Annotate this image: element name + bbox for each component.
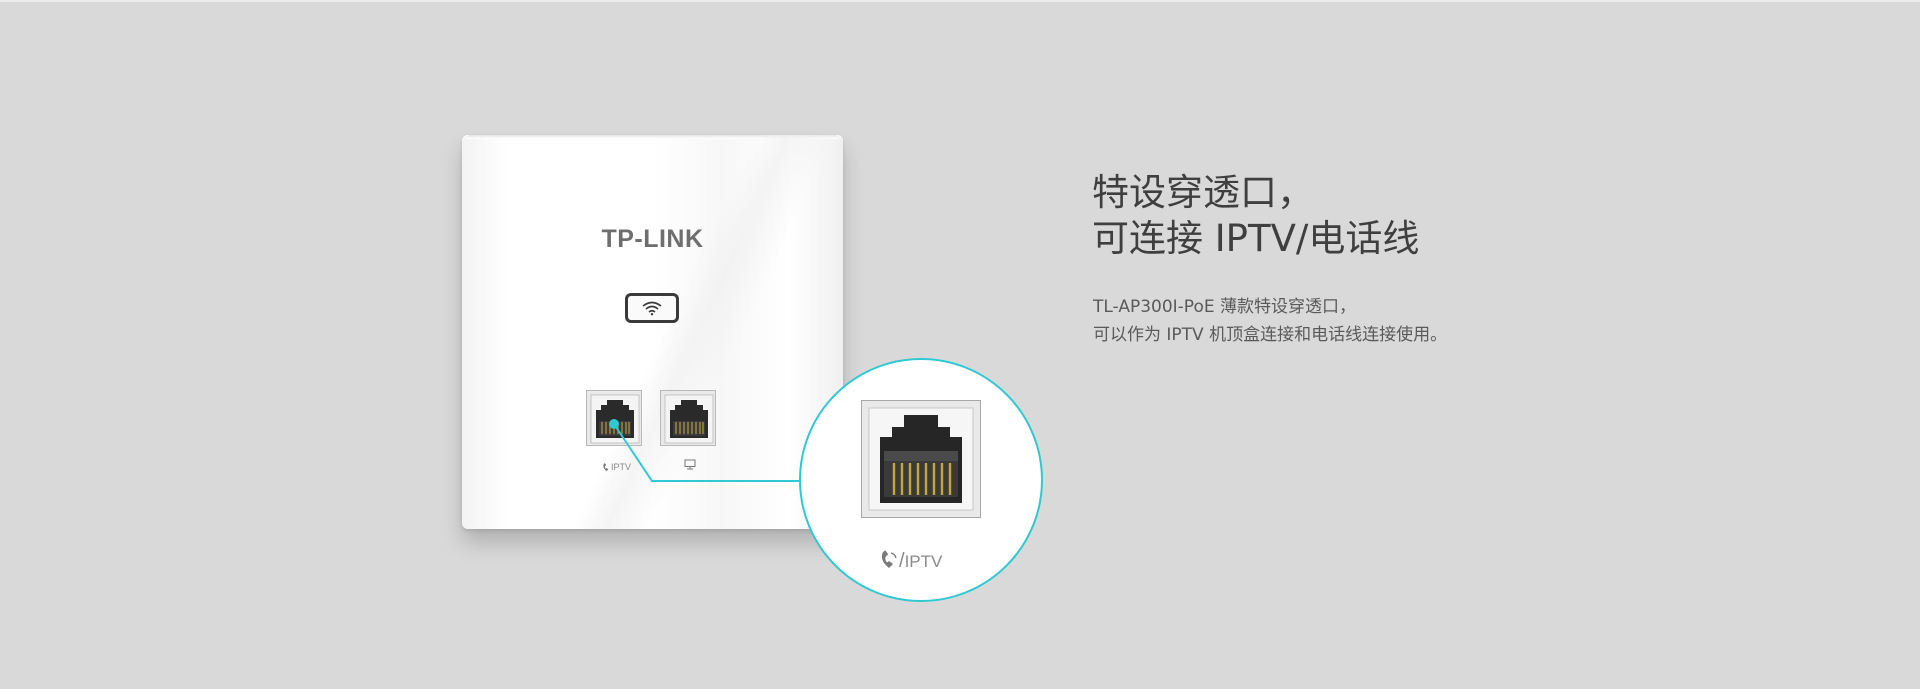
feature-heading: 特设穿透口， 可连接 IPTV/电话线 (1092, 170, 1419, 262)
wifi-button (625, 293, 679, 323)
iptv-port-label: IPTV (602, 462, 631, 472)
zoom-callout: /IPTV (799, 358, 1043, 602)
phone-icon (603, 463, 609, 472)
zoomed-port (861, 400, 981, 518)
phone-icon (881, 550, 897, 568)
iptv-port (586, 390, 642, 446)
heading-line-2: 可连接 IPTV/电话线 (1092, 217, 1420, 260)
feature-description: TL-AP300I-PoE 薄款特设穿透口， 可以作为 IPTV 机顶盒连接和电… (1093, 293, 1447, 349)
wifi-icon (642, 301, 662, 316)
ethernet-port-icon (868, 407, 974, 511)
heading-line-1: 特设穿透口， (1092, 171, 1314, 214)
wall-access-point: TP-LINK (462, 135, 843, 529)
ethernet-port-icon (664, 394, 714, 444)
ethernet-port-icon (590, 394, 640, 444)
description-line-1: TL-AP300I-PoE 薄款特设穿透口， (1093, 297, 1356, 317)
zoomed-port-label: /IPTV (879, 550, 942, 573)
brand-logo: TP-LINK (601, 225, 704, 253)
device-sheen (462, 135, 843, 529)
lan-port-label (684, 459, 696, 472)
lan-port (660, 390, 716, 446)
description-line-2: 可以作为 IPTV 机顶盒连接和电话线连接使用。 (1093, 325, 1448, 345)
computer-icon (684, 459, 696, 470)
